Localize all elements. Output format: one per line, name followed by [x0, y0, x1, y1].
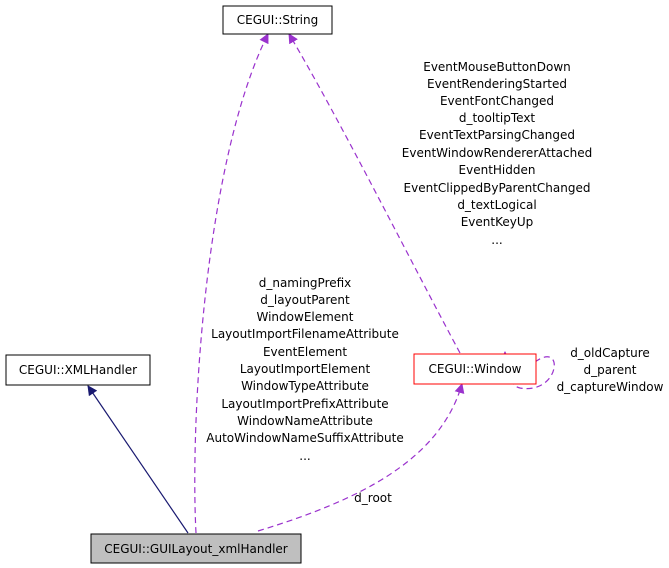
node-cegui-guilayout-xmlhandler[interactable]: CEGUI::GUILayout_xmlHandler	[90, 533, 302, 564]
edge-window-to-string	[288, 33, 461, 354]
node-cegui-string-label: CEGUI::String	[237, 13, 318, 27]
edge-label: WindowTypeAttribute	[241, 379, 369, 393]
edge-label: EventClippedByParentChanged	[404, 181, 591, 195]
node-cegui-xmlhandler-label: CEGUI::XMLHandler	[19, 363, 137, 377]
edge-label: LayoutImportFilenameAttribute	[211, 327, 399, 341]
edge-guilayout-to-string	[194, 33, 269, 534]
edge-label: WindowElement	[257, 310, 354, 324]
edge-label: EventHidden	[459, 163, 536, 177]
edge-label: ...	[299, 449, 310, 463]
edge-guilayout-to-window	[257, 383, 465, 532]
edge-label: EventKeyUp	[461, 215, 534, 229]
edge-label: EventTextParsingChanged	[419, 128, 575, 142]
edge-guilayout-to-xmlhandler	[87, 385, 189, 534]
edge-label: EventMouseButtonDown	[423, 60, 571, 74]
edge-label: d_layoutParent	[260, 293, 350, 307]
edge-label: EventWindowRendererAttached	[402, 146, 592, 160]
edge-label: ...	[491, 233, 502, 247]
node-cegui-string[interactable]: CEGUI::String	[222, 5, 333, 35]
label-block-guilayout-to-string: d_namingPrefix d_layoutParent WindowElem…	[206, 276, 404, 463]
edge-label: d_captureWindow	[557, 380, 664, 394]
node-cegui-window[interactable]: CEGUI::Window	[413, 353, 537, 385]
label-block-guilayout-to-window: d_root	[354, 491, 392, 505]
edge-label: AutoWindowNameSuffixAttribute	[206, 431, 404, 445]
edge-label: LayoutImportElement	[240, 362, 371, 376]
label-block-window-self: d_oldCapture d_parent d_captureWindow	[557, 346, 664, 394]
edge-label: d_tooltipText	[459, 111, 536, 125]
edge-label: d_parent	[584, 363, 637, 377]
edge-label: d_textLogical	[457, 198, 536, 212]
label-block-window-to-string: EventMouseButtonDown EventRenderingStart…	[402, 60, 592, 247]
edge-label: d_namingPrefix	[259, 276, 352, 290]
node-cegui-xmlhandler[interactable]: CEGUI::XMLHandler	[5, 354, 151, 386]
edge-label: WindowNameAttribute	[237, 414, 373, 428]
node-cegui-guilayout-xmlhandler-label: CEGUI::GUILayout_xmlHandler	[104, 542, 288, 556]
edge-label: d_root	[354, 491, 392, 505]
edge-label: EventElement	[263, 345, 347, 359]
edge-label: d_oldCapture	[570, 346, 650, 360]
edge-label: EventFontChanged	[440, 94, 554, 108]
edge-label: EventRenderingStarted	[427, 77, 567, 91]
edge-label: LayoutImportPrefixAttribute	[221, 397, 388, 411]
node-cegui-window-label: CEGUI::Window	[429, 362, 522, 376]
